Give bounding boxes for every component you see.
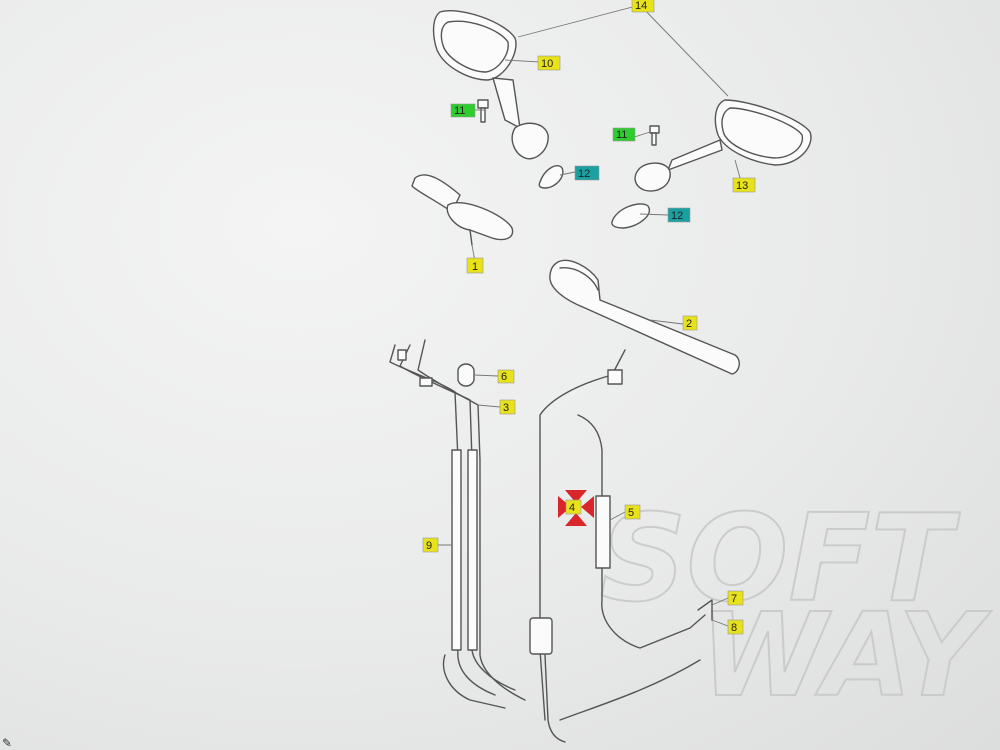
- callout-12-left: 12: [574, 165, 600, 181]
- callout-11-left: 11: [450, 103, 476, 118]
- callout-2-text: 2: [686, 318, 692, 330]
- callout-5-text: 5: [628, 507, 634, 519]
- handlebar: [549, 259, 740, 375]
- callout-4: 4: [565, 499, 582, 515]
- callout-12-left-text: 12: [578, 168, 590, 180]
- callout-14-text: 14: [635, 0, 647, 12]
- left-grip: [411, 174, 514, 246]
- bolt-left: [477, 99, 489, 123]
- right-mirror: [634, 99, 812, 192]
- pencil-icon: ✎: [2, 736, 13, 750]
- throttle-cables: [389, 339, 526, 709]
- callout-10-text: 10: [541, 58, 553, 70]
- clutch-cable: [559, 414, 713, 721]
- callout-12-right-text: 12: [671, 210, 683, 222]
- callout-4-text: 4: [569, 502, 575, 514]
- marker-arrow-left: [558, 496, 571, 518]
- callout-6-text: 6: [501, 371, 507, 383]
- move-cursor-icon: [558, 490, 594, 526]
- callout-12-right: 12: [667, 207, 691, 223]
- callout-9: 9: [422, 537, 439, 553]
- callout-1-text: 1: [472, 261, 478, 273]
- marker-arrow-up: [565, 490, 587, 503]
- callout-11-left-text: 11: [454, 105, 465, 117]
- callout-7-text: 7: [731, 593, 737, 605]
- callout-1: 1: [466, 257, 484, 274]
- callout-9-text: 9: [426, 540, 432, 552]
- leader-lines: [425, 4, 743, 627]
- marker-arrow-down: [565, 513, 587, 526]
- callout-3: 3: [499, 399, 516, 415]
- spacer-plate-left: [538, 164, 564, 189]
- callout-13: 13: [732, 177, 756, 193]
- callout-6: 6: [497, 369, 515, 384]
- callout-2: 2: [682, 315, 698, 331]
- bolt-right: [649, 125, 660, 146]
- callout-8: 8: [727, 619, 744, 635]
- callout-11-right: 11: [612, 127, 636, 142]
- callout-7: 7: [727, 590, 744, 606]
- watermark-line1: SOFT: [600, 490, 960, 629]
- choke-cable: [529, 349, 626, 743]
- watermark-line2: WAY: [700, 589, 993, 723]
- watermark: SOFT WAY: [599, 489, 994, 724]
- callout-3-text: 3: [503, 402, 509, 414]
- callout-10: 10: [537, 55, 561, 71]
- cable-clip: [457, 363, 475, 387]
- marker-arrow-right: [581, 496, 594, 518]
- spacer-plate-right: [611, 203, 651, 229]
- callout-labels: 14 10 11 11 12 12 13 1 2 6 3 4 5 9 7 8: [422, 0, 756, 635]
- callout-5: 5: [624, 504, 641, 520]
- callout-11-right-text: 11: [616, 129, 627, 141]
- callout-14: 14: [631, 0, 655, 13]
- callout-13-text: 13: [736, 180, 748, 192]
- left-mirror: [432, 10, 549, 160]
- callout-8-text: 8: [731, 622, 737, 634]
